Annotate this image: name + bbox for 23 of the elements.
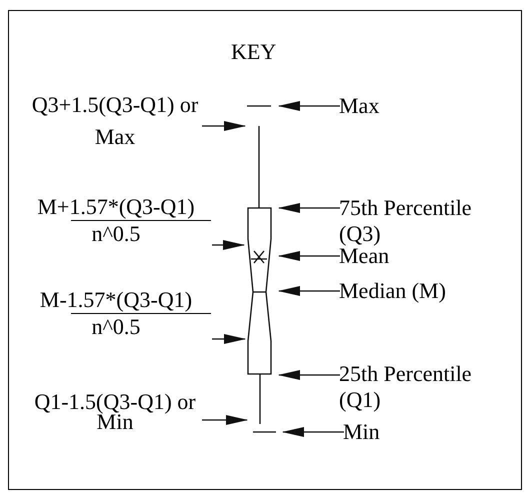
leader-arrow xyxy=(278,101,340,111)
key-title: KEY xyxy=(231,38,276,66)
annotation-label: Min xyxy=(343,419,403,445)
leader-arrow xyxy=(282,427,344,437)
leader-arrow xyxy=(212,240,245,250)
leader-arrow xyxy=(278,286,340,296)
annotation-label: Q3+1.5(Q3-Q1) or Max xyxy=(29,89,201,153)
leader-arrow xyxy=(202,121,246,131)
annotation-label: Q1-1.5(Q3-Q1) or Min xyxy=(29,392,201,432)
formula-denominator: n^0.5 xyxy=(92,314,140,340)
formula-denominator: n^0.5 xyxy=(92,221,140,247)
leader-arrow xyxy=(278,203,340,213)
leader-arrow xyxy=(202,415,248,425)
leader-arrow xyxy=(278,370,340,380)
formula-numerator: M+1.57*(Q3-Q1) xyxy=(37,194,195,220)
leader-arrow xyxy=(278,251,340,261)
leader-arrow xyxy=(212,334,246,344)
annotation-label: Median (M) xyxy=(339,278,469,304)
key-frame xyxy=(8,10,522,490)
formula-numerator: M-1.57*(Q3-Q1) xyxy=(40,287,192,313)
annotation-label: 75th Percentile (Q3) xyxy=(339,195,499,247)
annotation-label: 25th Percentile (Q1) xyxy=(339,361,499,413)
annotation-label: Max xyxy=(339,93,399,119)
